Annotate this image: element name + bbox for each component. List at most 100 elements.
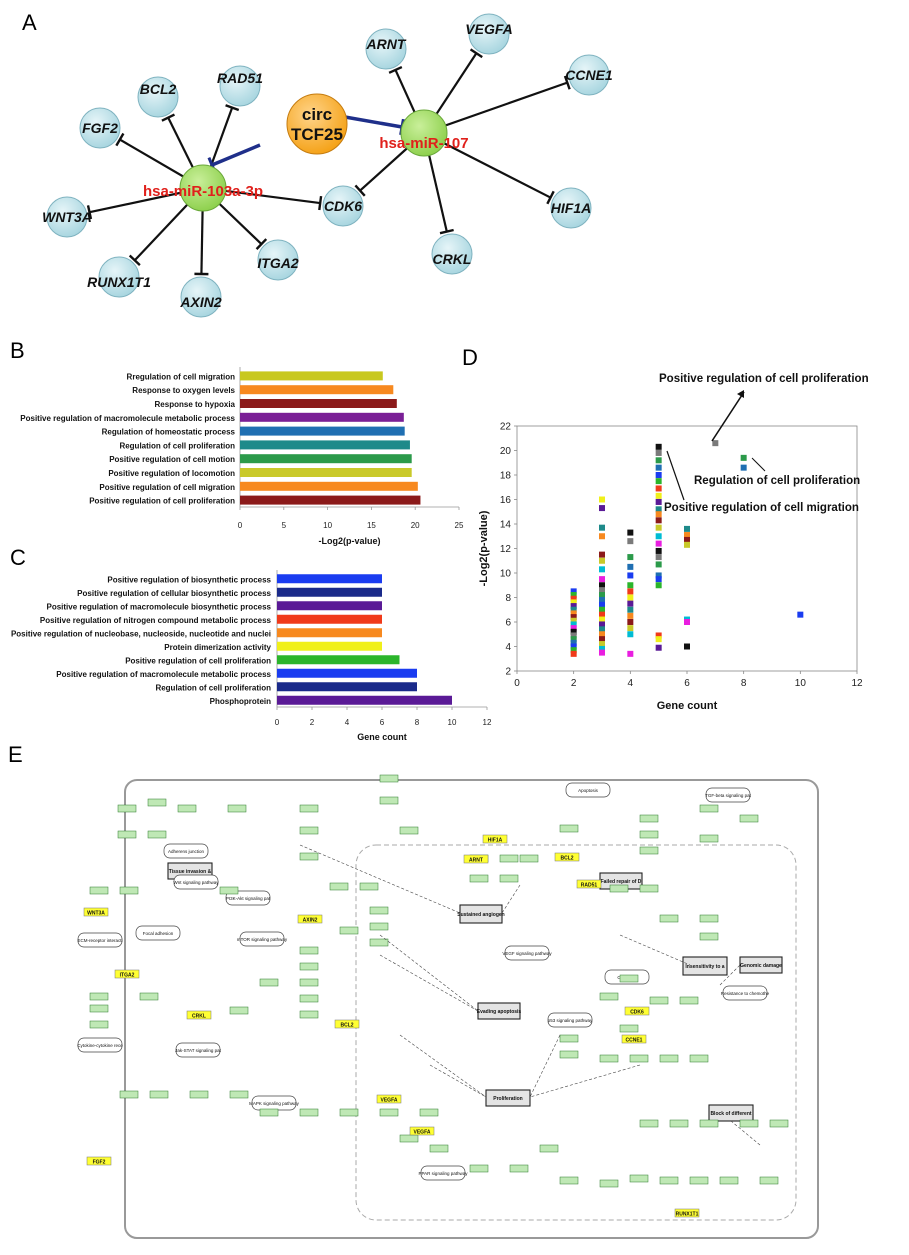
- chart-c-category-label: Regulation of cell proliferation: [155, 683, 271, 692]
- gene-box: [340, 1109, 358, 1116]
- chart-d-point: [656, 465, 662, 471]
- chart-d-point: [571, 651, 577, 657]
- highlighted-gene-label: AXIN2: [303, 918, 318, 924]
- chart-d-y-tick-label: 2: [505, 667, 511, 678]
- chart-c-bar: [277, 601, 382, 610]
- chart-d-point: [627, 572, 633, 578]
- gene-box: [470, 1165, 488, 1172]
- chart-b-category-label: Response to oxygen levels: [132, 386, 235, 395]
- chart-d-y-tick-label: 16: [500, 495, 512, 506]
- chart-c-bar: [277, 696, 452, 705]
- gene-box: [190, 1091, 208, 1098]
- gene-box: [300, 995, 318, 1002]
- pathway-oval-label: VEGF signaling pathway: [502, 951, 552, 956]
- chart-d-point: [599, 525, 605, 531]
- chart-d-point: [599, 533, 605, 539]
- gene-box: [700, 835, 718, 842]
- chart-d-point: [656, 444, 662, 450]
- gene-box: [540, 1145, 558, 1152]
- chart-d-point: [684, 644, 690, 650]
- chart-d-point: [599, 552, 605, 558]
- highlighted-gene-label: RUNX1T1: [676, 1212, 699, 1218]
- chart-d-point: [656, 582, 662, 588]
- highlighted-gene-label: ARNT: [469, 858, 483, 864]
- chart-d-point: [741, 455, 747, 461]
- gene-box: [300, 979, 318, 986]
- chart-c-bar: [277, 669, 417, 678]
- chart-b-x-tick-label: 5: [282, 521, 287, 530]
- chart-b-category-label: Rregulation of cell migration: [127, 372, 236, 381]
- pathway-oval-label: PI3K-Akt signaling pat: [226, 896, 271, 901]
- gene-box: [620, 975, 638, 982]
- chart-d-point: [656, 511, 662, 517]
- chart-d-point: [656, 645, 662, 651]
- gene-box: [370, 939, 388, 946]
- gene-box: [370, 923, 388, 930]
- chart-d-y-tick-label: 6: [505, 618, 511, 629]
- process-box-label: Block of different: [710, 1111, 751, 1117]
- gene-box: [228, 805, 246, 812]
- chart-c-x-tick-label: 12: [483, 718, 492, 727]
- pathway-oval-label: Apoptosis: [578, 788, 599, 793]
- gene-box: [630, 1055, 648, 1062]
- process-box-label: Sustained angiogen: [457, 912, 505, 918]
- gene-box: [148, 831, 166, 838]
- pathway-edge: [380, 955, 478, 1011]
- gene-box: [420, 1109, 438, 1116]
- chart-b-category-label: Response to hypoxia: [155, 400, 236, 409]
- chart-b-bar: [240, 427, 405, 436]
- gene-box: [680, 997, 698, 1004]
- gene-box: [500, 875, 518, 882]
- chart-d-annotation-arrow: [752, 458, 765, 471]
- gene-box: [500, 855, 518, 862]
- gene-box: [560, 1035, 578, 1042]
- chart-d-y-tick-label: 22: [500, 422, 512, 433]
- chart-d-point: [599, 558, 605, 564]
- chart-d-point: [741, 465, 747, 471]
- chart-d-point: [656, 541, 662, 547]
- chart-d-x-tick-label: 8: [741, 678, 747, 689]
- chart-d-point: [656, 533, 662, 539]
- gene-box: [690, 1177, 708, 1184]
- gene-box: [560, 825, 578, 832]
- gene-box: [740, 1120, 758, 1127]
- gene-box: [770, 1120, 788, 1127]
- chart-d-y-tick-label: 14: [500, 520, 512, 531]
- highlighted-gene-label: CDK6: [630, 1010, 644, 1016]
- chart-d-annotation: Positive regulation of cell proliferatio…: [659, 373, 869, 385]
- highlighted-gene-label: RAD51: [581, 883, 598, 889]
- process-box-label: Genomic damage: [740, 963, 782, 969]
- chart-d-x-tick-label: 4: [628, 678, 634, 689]
- gene-box: [300, 1011, 318, 1018]
- chart-b-bar: [240, 399, 397, 408]
- pathway-oval-label: Wnt signaling pathway: [173, 880, 219, 885]
- chart-d-y-tick-label: 4: [505, 642, 511, 653]
- chart-d-point: [656, 499, 662, 505]
- chart-c-category-label: Phosphoprotein: [210, 697, 271, 706]
- gene-box: [690, 1055, 708, 1062]
- gene-box: [300, 853, 318, 860]
- chart-c-x-tick-label: 8: [415, 718, 420, 727]
- pathway-oval-label: Jak-STAT signaling pat: [175, 1048, 222, 1053]
- gene-box: [560, 1051, 578, 1058]
- pathway-edge: [530, 1035, 560, 1097]
- chart-c-category-label: Positive regulation of cell proliferatio…: [125, 656, 271, 665]
- chart-d-point: [656, 525, 662, 531]
- gene-box: [560, 1177, 578, 1184]
- gene-box: [380, 1109, 398, 1116]
- chart-d-point: [627, 601, 633, 607]
- chart-d-annotation-arrow: [712, 392, 744, 441]
- chart-b-bar: [240, 440, 410, 449]
- chart-d-point: [627, 588, 633, 594]
- chart-d-point: [627, 595, 633, 601]
- chart-d-point: [656, 517, 662, 523]
- gene-box: [630, 1175, 648, 1182]
- gene-box: [670, 1120, 688, 1127]
- gene-box: [640, 1120, 658, 1127]
- gene-box: [230, 1091, 248, 1098]
- gene-box: [470, 875, 488, 882]
- chart-d-x-tick-label: 0: [514, 678, 520, 689]
- chart-d-y-tick-label: 12: [500, 544, 512, 555]
- chart-b-category-label: Regulation of homeostatic process: [102, 428, 236, 437]
- chart-d-point: [656, 554, 662, 560]
